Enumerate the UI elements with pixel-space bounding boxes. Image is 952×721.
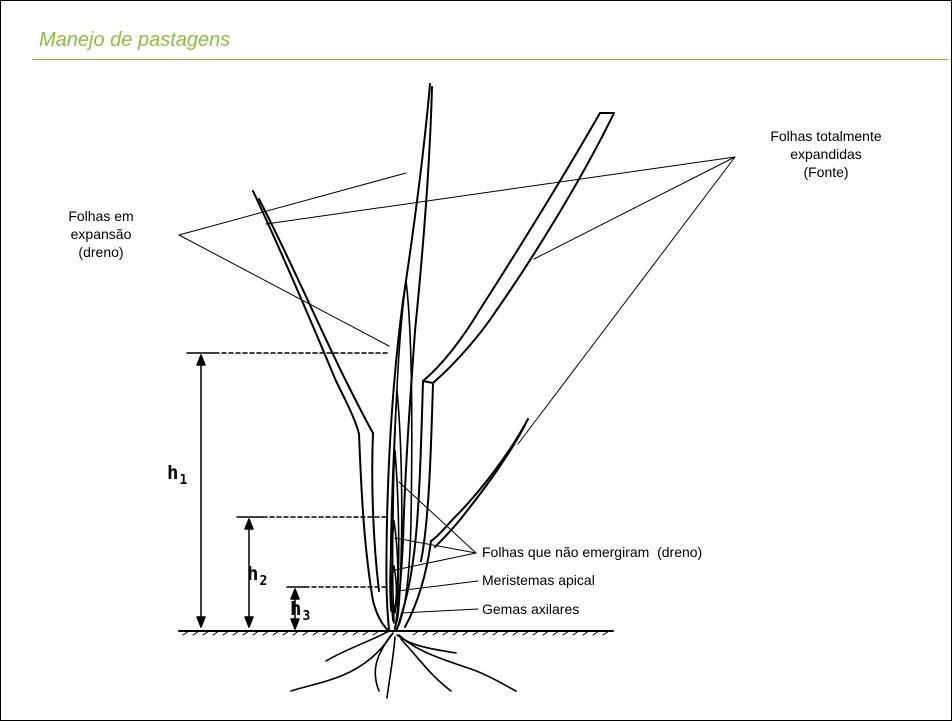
label-apical-meristem: Meristemas apical bbox=[482, 572, 595, 588]
label-expanding-leaves-line2: expansão bbox=[70, 226, 132, 242]
ground-hatching bbox=[182, 630, 610, 636]
label-expanding-leaves: Folhas em expansão (dreno) bbox=[41, 207, 161, 261]
label-axillary-buds: Gemas axilares bbox=[482, 601, 580, 617]
label-expanded-leaves-line1: Folhas totalmente bbox=[770, 128, 882, 144]
right-leaf bbox=[396, 112, 615, 630]
roots bbox=[290, 630, 517, 699]
title-rule bbox=[32, 59, 948, 60]
height-markers bbox=[186, 352, 388, 630]
h1-sub: 1 bbox=[179, 473, 188, 488]
label-expanded-leaves: Folhas totalmente expandidas (Fonte) bbox=[741, 127, 911, 181]
h1-letter: h bbox=[167, 462, 179, 484]
h2-letter: h bbox=[247, 563, 259, 585]
label-unemerged-leaves: Folhas que não emergiram (dreno) bbox=[482, 544, 703, 560]
label-expanding-leaves-line1: Folhas em bbox=[68, 208, 134, 224]
height-label-h3: h3 bbox=[290, 598, 310, 624]
label-expanding-leaves-line3: (dreno) bbox=[78, 244, 124, 260]
h2-sub: 2 bbox=[259, 574, 268, 589]
slide-title: Manejo de pastagens bbox=[39, 29, 231, 51]
leaf-sheaths bbox=[389, 280, 413, 626]
left-leaf bbox=[252, 190, 390, 632]
label-expanded-leaves-line2: expandidas bbox=[790, 146, 862, 162]
height-label-h1: h1 bbox=[167, 462, 187, 488]
small-right-leaf bbox=[404, 418, 529, 628]
label-expanded-leaves-line3: (Fonte) bbox=[803, 164, 849, 180]
leader-lines bbox=[178, 156, 736, 614]
h3-sub: 3 bbox=[302, 609, 311, 624]
height-label-h2: h2 bbox=[247, 563, 267, 589]
h3-letter: h bbox=[290, 598, 302, 620]
